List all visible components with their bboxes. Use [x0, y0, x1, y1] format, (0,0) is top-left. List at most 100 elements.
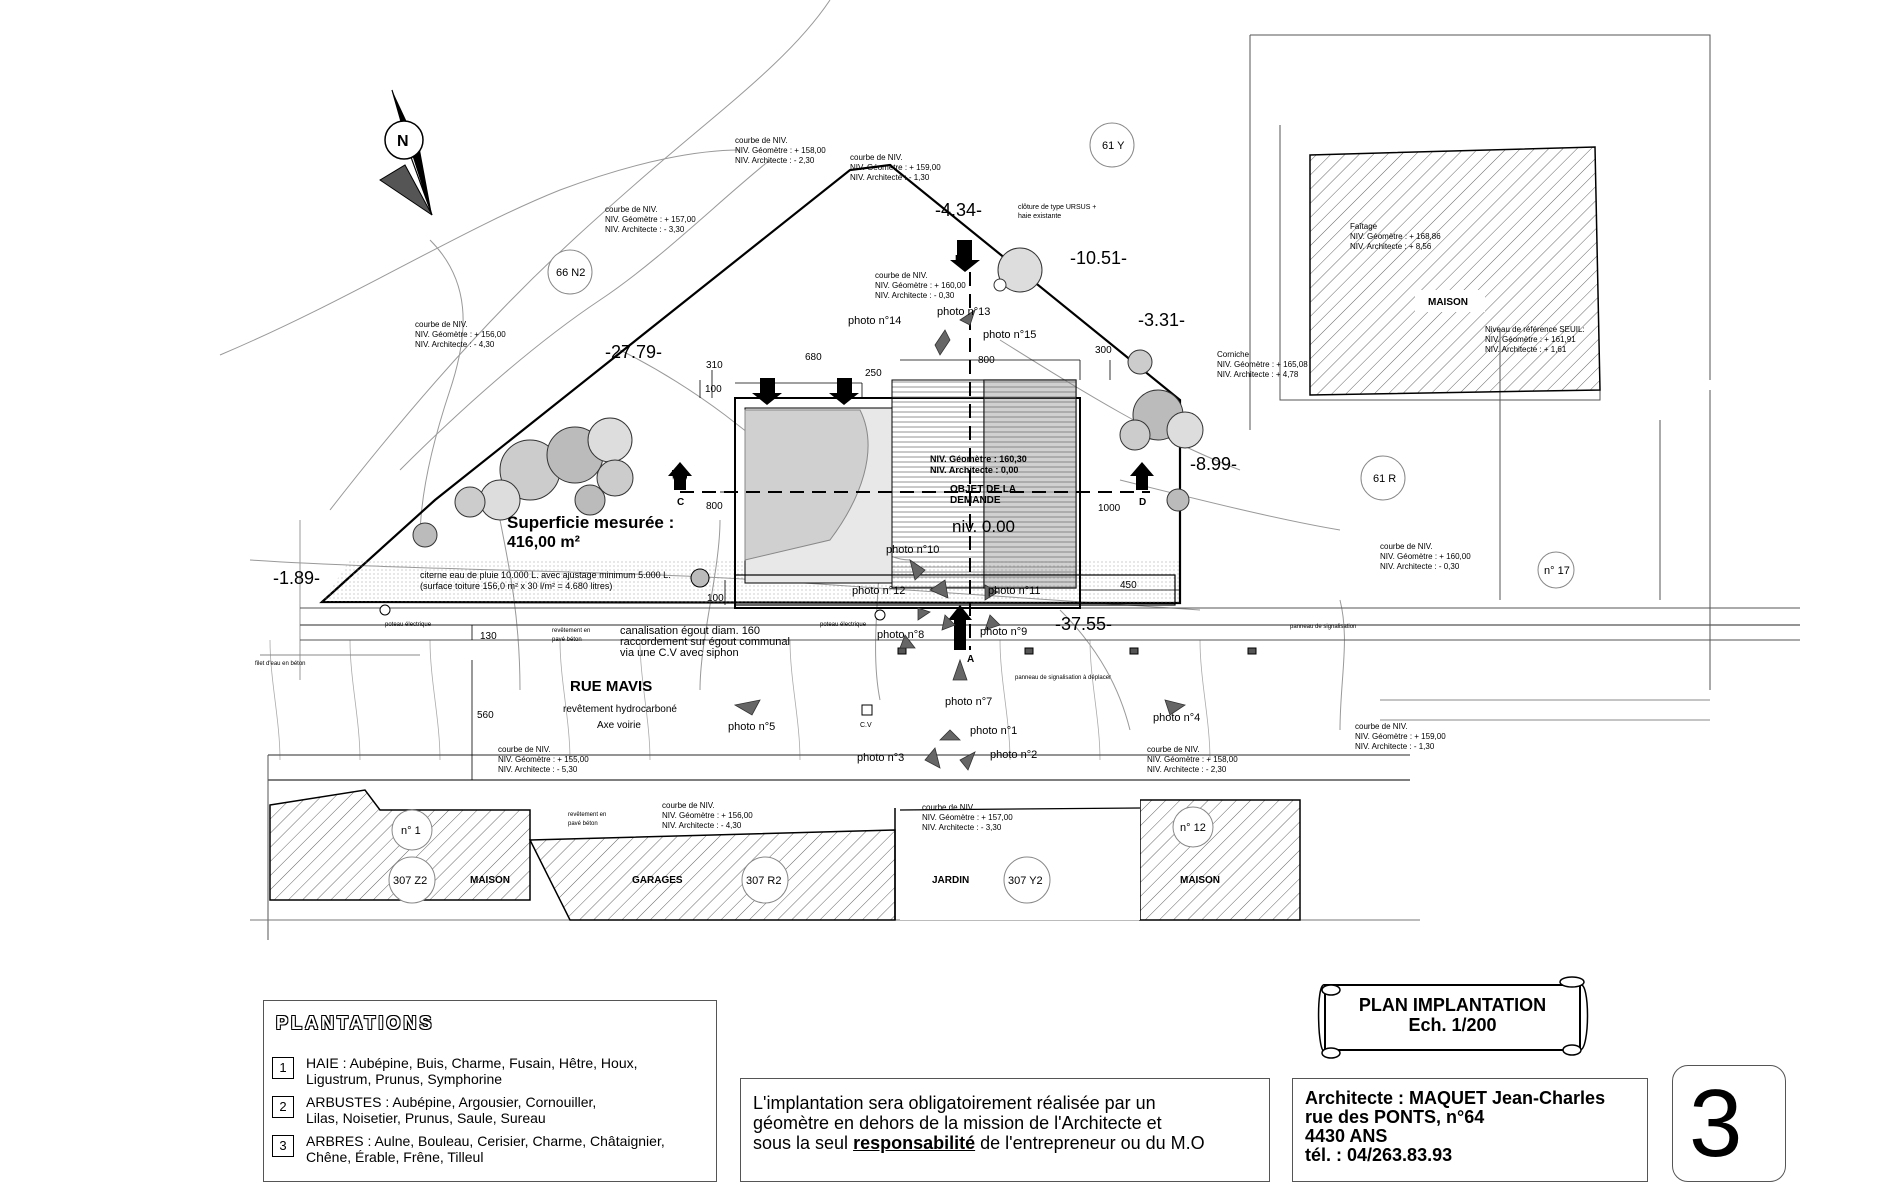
photo-label: photo n°14	[848, 315, 901, 327]
contour-label: NIV. Architecte : - 4,30	[415, 340, 495, 349]
boundary-length: -10.51-	[1070, 248, 1127, 268]
contour-label: courbe de NIV.	[498, 745, 551, 754]
photo-label: photo n°5	[728, 721, 775, 733]
photo-labels: photo n°14 photo n°13 photo n°15 photo n…	[728, 306, 1200, 764]
plantation-item: 3 ARBRES : Aulne, Bouleau, Cerisier, Cha…	[272, 1133, 665, 1165]
ground-level: niv. 0.00	[952, 517, 1015, 536]
note-text: sous la seul	[753, 1133, 854, 1153]
level-label: NIV. Géomètre : + 165,08	[1217, 360, 1308, 369]
section-letter-a: A	[967, 654, 974, 665]
rainwater-tank-note: citerne eau de pluie 10.000 L. avec ajus…	[420, 570, 671, 580]
sign-label: panneau de signalisation	[1290, 624, 1356, 630]
plantation-text: ARBUSTES : Aubépine, Argousier, Cornouil…	[306, 1094, 597, 1110]
area-label: Superficie mesurée :	[507, 513, 674, 532]
dimension-label: 800	[978, 355, 995, 366]
parcel-61y: 61 Y	[1102, 140, 1125, 152]
contour-label: NIV. Géomètre : + 159,00	[1355, 732, 1446, 741]
sewer-note: via une C.V avec siphon	[620, 647, 739, 659]
dimension-labels: 310 680 250 800 300 100 800 1000 100 450…	[477, 345, 1137, 721]
plantation-item: 2 ARBUSTES : Aubépine, Argousier, Cornou…	[272, 1094, 596, 1126]
level-label: NIV. Architecte : + 8,56	[1350, 242, 1432, 251]
contour-label: NIV. Géomètre : + 155,00	[498, 755, 589, 764]
building-label-maison-bottom-right: MAISON	[1180, 875, 1220, 886]
plantation-text: Ligustrum, Prunus, Symphorine	[306, 1071, 503, 1087]
dimension-lines	[471, 359, 1180, 780]
dimension-label: 680	[805, 352, 822, 363]
level-label: Niveau de référence SEUIL:	[1485, 325, 1585, 334]
parcel-n17: n° 17	[1544, 565, 1570, 577]
note-line: L'implantation sera obligatoirement réal…	[753, 1093, 1156, 1113]
photo-label: photo n°9	[980, 626, 1027, 638]
boundary-length: -37.55-	[1055, 614, 1112, 634]
note-line: géomètre en dehors de la mission de l'Ar…	[753, 1113, 1162, 1133]
dimension-label: 100	[705, 384, 722, 395]
objet-label: DEMANDE	[950, 495, 1001, 506]
plantation-text: Lilas, Noisetier, Prunus, Saule, Sureau	[306, 1110, 546, 1126]
road-curves	[269, 639, 1211, 761]
dimension-label: 300	[1095, 345, 1112, 356]
paving-label: revêtement en	[552, 628, 590, 634]
level-geometre: NIV. Géomètre : 160,30	[930, 454, 1027, 464]
dimension-label: 1000	[1098, 503, 1121, 514]
parcel-boundaries	[1249, 34, 1711, 430]
plantation-text: ARBRES : Aulne, Bouleau, Cerisier, Charm…	[306, 1133, 665, 1149]
sheet-number: 3	[1689, 1070, 1743, 1177]
paving-label: pavé béton	[552, 637, 582, 643]
parcel-307r2: 307 R2	[746, 875, 781, 887]
contour-label: NIV. Architecte : - 2,30	[735, 156, 815, 165]
plantation-number: 1	[272, 1057, 294, 1079]
dimension-label: 450	[1120, 580, 1137, 591]
contour-labels: courbe de NIV. NIV. Géomètre : + 158,00 …	[415, 136, 1585, 832]
objet-label: OBJET DE LA	[950, 484, 1016, 495]
building-label-garages: GARAGES	[632, 875, 683, 886]
level-label: NIV. Architecte : + 1,61	[1485, 345, 1567, 354]
photo-label: photo n°8	[877, 629, 924, 641]
section-letter-c: C	[677, 497, 684, 508]
dimension-label: 130	[480, 631, 497, 642]
building-label-jardin: JARDIN	[932, 875, 969, 886]
level-label: Corniche	[1217, 350, 1250, 359]
photo-label: photo n°12	[852, 585, 905, 597]
section-letters: A B C D	[677, 254, 1146, 665]
plantation-number: 3	[272, 1135, 294, 1157]
contour-label: courbe de NIV.	[1380, 542, 1433, 551]
photo-label: photo n°3	[857, 752, 904, 764]
street-name: RUE MAVIS	[570, 678, 652, 695]
contour-label: courbe de NIV.	[1147, 745, 1200, 754]
parcel-n1: n° 1	[401, 825, 421, 837]
contour-label: courbe de NIV.	[415, 320, 468, 329]
contour-label: NIV. Géomètre : + 157,00	[922, 813, 1013, 822]
building-footprint	[734, 379, 1176, 609]
contour-label: courbe de NIV.	[735, 136, 788, 145]
parcel-number-circles	[388, 122, 1575, 904]
dimension-label: 560	[477, 710, 494, 721]
cv-label: C.V	[860, 722, 872, 729]
trees	[412, 247, 1204, 548]
level-architecte: NIV. Architecte : 0,00	[930, 465, 1018, 475]
pole-label: poteau électrique	[385, 622, 432, 628]
plantation-text: HAIE : Aubépine, Buis, Charme, Fusain, H…	[306, 1055, 638, 1071]
paving-label: pavé béton	[568, 821, 598, 827]
contour-label: NIV. Architecte : - 3,30	[922, 823, 1002, 832]
contour-label: courbe de NIV.	[605, 205, 658, 214]
plantation-item: 1 HAIE : Aubépine, Buis, Charme, Fusain,…	[272, 1055, 638, 1087]
contour-label: NIV. Géomètre : + 160,00	[1380, 552, 1471, 561]
contour-label: NIV. Géomètre : + 156,00	[415, 330, 506, 339]
parcel-307y2: 307 Y2	[1008, 875, 1043, 887]
sewer-note: raccordement sur égout communal	[620, 636, 790, 648]
contour-label: NIV. Architecte : - 0,30	[875, 291, 955, 300]
photo-label: photo n°2	[990, 749, 1037, 761]
contour-label: courbe de NIV.	[1355, 722, 1408, 731]
plantation-text: Chêne, Érable, Frêne, Tilleul	[306, 1149, 484, 1165]
dimension-label: 310	[706, 360, 723, 371]
photo-label: photo n°10	[886, 544, 939, 556]
contour-label: NIV. Architecte : - 5,30	[498, 765, 578, 774]
contour-label: NIV. Architecte : - 0,30	[1380, 562, 1460, 571]
contour-label: courbe de NIV.	[662, 801, 715, 810]
contour-label: NIV. Architecte : - 4,30	[662, 821, 742, 830]
level-label: NIV. Architecte : + 4,78	[1217, 370, 1299, 379]
annotations: Superficie mesurée : 416,00 m² NIV. Géom…	[255, 204, 1356, 827]
contour-label: NIV. Géomètre : + 158,00	[1147, 755, 1238, 764]
plan-scale: Ech. 1/200	[1408, 1015, 1497, 1035]
neighbor-house-right	[1309, 146, 1601, 396]
